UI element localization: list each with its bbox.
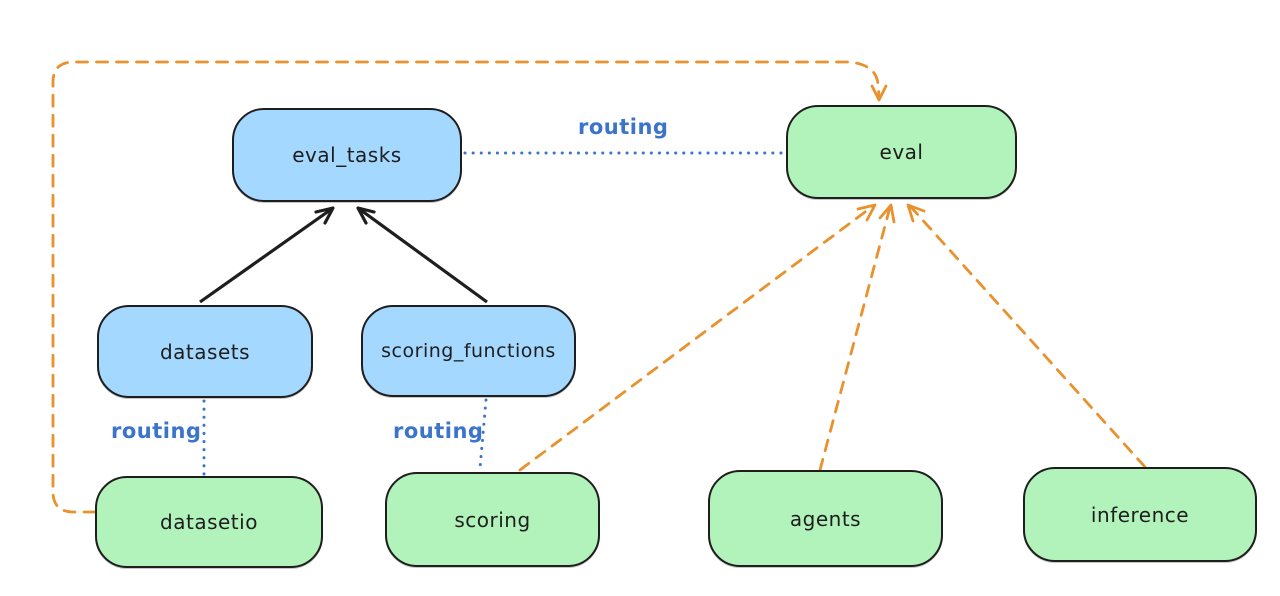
edge-label-routing-datasets: routing [111,419,202,443]
node-agents-label: agents [789,506,862,531]
edge-scoring-functions-to-eval-tasks [356,206,488,304]
edge-datasetio-to-eval [51,60,888,514]
edge-label-routing-top: routing [578,115,669,139]
node-datasetio-label: datasetio [160,510,258,534]
node-datasets: datasets [97,305,313,398]
node-eval-label: eval [879,140,924,164]
node-agents: agents [708,470,943,567]
node-scoring: scoring [385,472,600,567]
node-eval-tasks: eval_tasks [232,108,462,202]
node-inference: inference [1023,467,1257,562]
node-inference-label: inference [1090,502,1190,527]
edge-agents-to-eval [818,203,896,472]
node-scoring-functions-label: scoring_functions [381,340,556,362]
edge-label-routing-scoring: routing [393,419,484,443]
node-scoring-label: scoring [454,507,531,532]
node-datasetio: datasetio [95,476,323,568]
edge-inference-to-eval [906,203,1147,469]
node-eval-tasks-label: eval_tasks [292,143,402,167]
edge-datasets-to-eval-tasks [199,206,335,304]
node-eval: eval [786,105,1017,199]
node-datasets-label: datasets [159,339,251,364]
node-scoring-functions: scoring_functions [361,305,576,397]
